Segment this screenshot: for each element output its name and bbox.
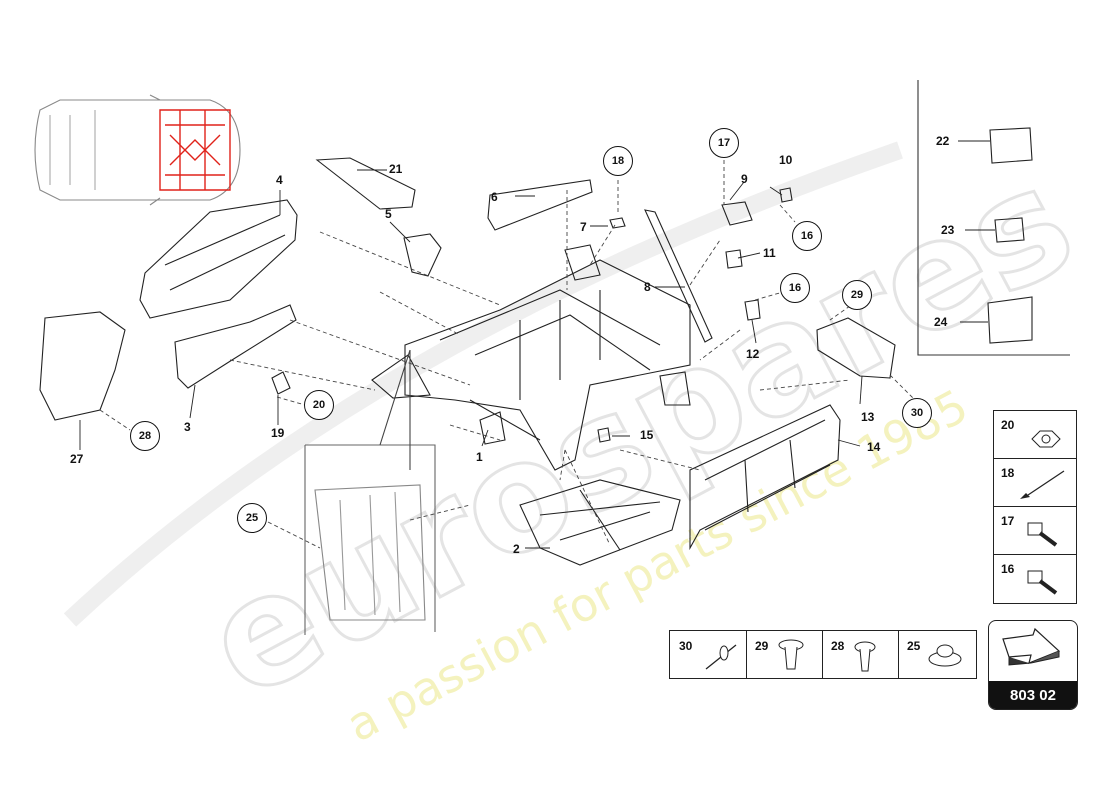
part-label-14: 14	[867, 440, 881, 454]
fastener-legend-horizontal: 30 29 28 25	[669, 630, 977, 679]
part-label-1: 1	[476, 450, 483, 464]
fastener-row: 16	[994, 555, 1076, 603]
part-label-7: 7	[580, 220, 587, 234]
fastener-cell: 25	[899, 631, 976, 678]
arrow-icon	[1002, 627, 1061, 666]
part-label-2: 2	[513, 542, 520, 556]
part-label-15: 15	[640, 428, 654, 442]
fastener-legend-vertical: 20 18 17 16	[993, 410, 1077, 604]
fastener-row: 20	[994, 411, 1076, 459]
fastener-number: 28	[831, 639, 845, 653]
callout-16a: 16	[792, 221, 822, 251]
callout-20: 20	[304, 390, 334, 420]
callout-16b: 16	[780, 273, 810, 303]
part-label-4: 4	[276, 173, 283, 187]
callout-30: 30	[902, 398, 932, 428]
fastener-row: 18	[994, 459, 1076, 507]
car-overview-icon	[34, 94, 241, 206]
diagram-code: 803 02	[989, 681, 1077, 709]
callout-28: 28	[130, 421, 160, 451]
fastener-number: 20	[1001, 418, 1015, 432]
part-label-11: 11	[763, 246, 776, 260]
fastener-number: 29	[755, 639, 769, 653]
part-label-9: 9	[741, 172, 748, 186]
fastener-row: 17	[994, 507, 1076, 555]
fastener-cell: 29	[747, 631, 823, 678]
part-label-21: 21	[389, 162, 403, 176]
fastener-cell: 30	[670, 631, 747, 678]
part-label-8: 8	[644, 280, 651, 294]
fastener-cell: 28	[823, 631, 899, 678]
rivet-icon	[1020, 470, 1065, 499]
part-label-19: 19	[271, 426, 285, 440]
diagram-code-badge: 803 02	[988, 620, 1078, 710]
part-label-5: 5	[385, 207, 392, 221]
part-label-3: 3	[184, 420, 191, 434]
fastener-number: 25	[907, 639, 921, 653]
blind-rivet-icon	[705, 644, 737, 670]
fastener-number: 16	[1001, 562, 1015, 576]
clip-icon	[778, 639, 804, 670]
callout-18: 18	[603, 146, 633, 176]
part-label-12: 12	[746, 347, 760, 361]
part-label-22: 22	[936, 134, 950, 148]
callout-29: 29	[842, 280, 872, 310]
part-label-27: 27	[70, 452, 84, 466]
part-label-23: 23	[941, 223, 955, 237]
grommet-icon	[928, 644, 962, 667]
front-frame-assembly	[371, 244, 691, 471]
bolt-icon	[1027, 570, 1058, 595]
fastener-number: 18	[1001, 466, 1015, 480]
fastener-number: 30	[679, 639, 693, 653]
fastener-number: 17	[1001, 514, 1015, 528]
callout-25: 25	[237, 503, 267, 533]
part-label-10: 10	[779, 153, 793, 167]
flange-nut-icon	[1031, 430, 1061, 448]
screw-icon	[854, 641, 876, 672]
part-label-24: 24	[934, 315, 948, 329]
part-label-6: 6	[491, 190, 498, 204]
part-label-13: 13	[861, 410, 875, 424]
callout-17: 17	[709, 128, 739, 158]
bolt-icon	[1027, 522, 1058, 547]
